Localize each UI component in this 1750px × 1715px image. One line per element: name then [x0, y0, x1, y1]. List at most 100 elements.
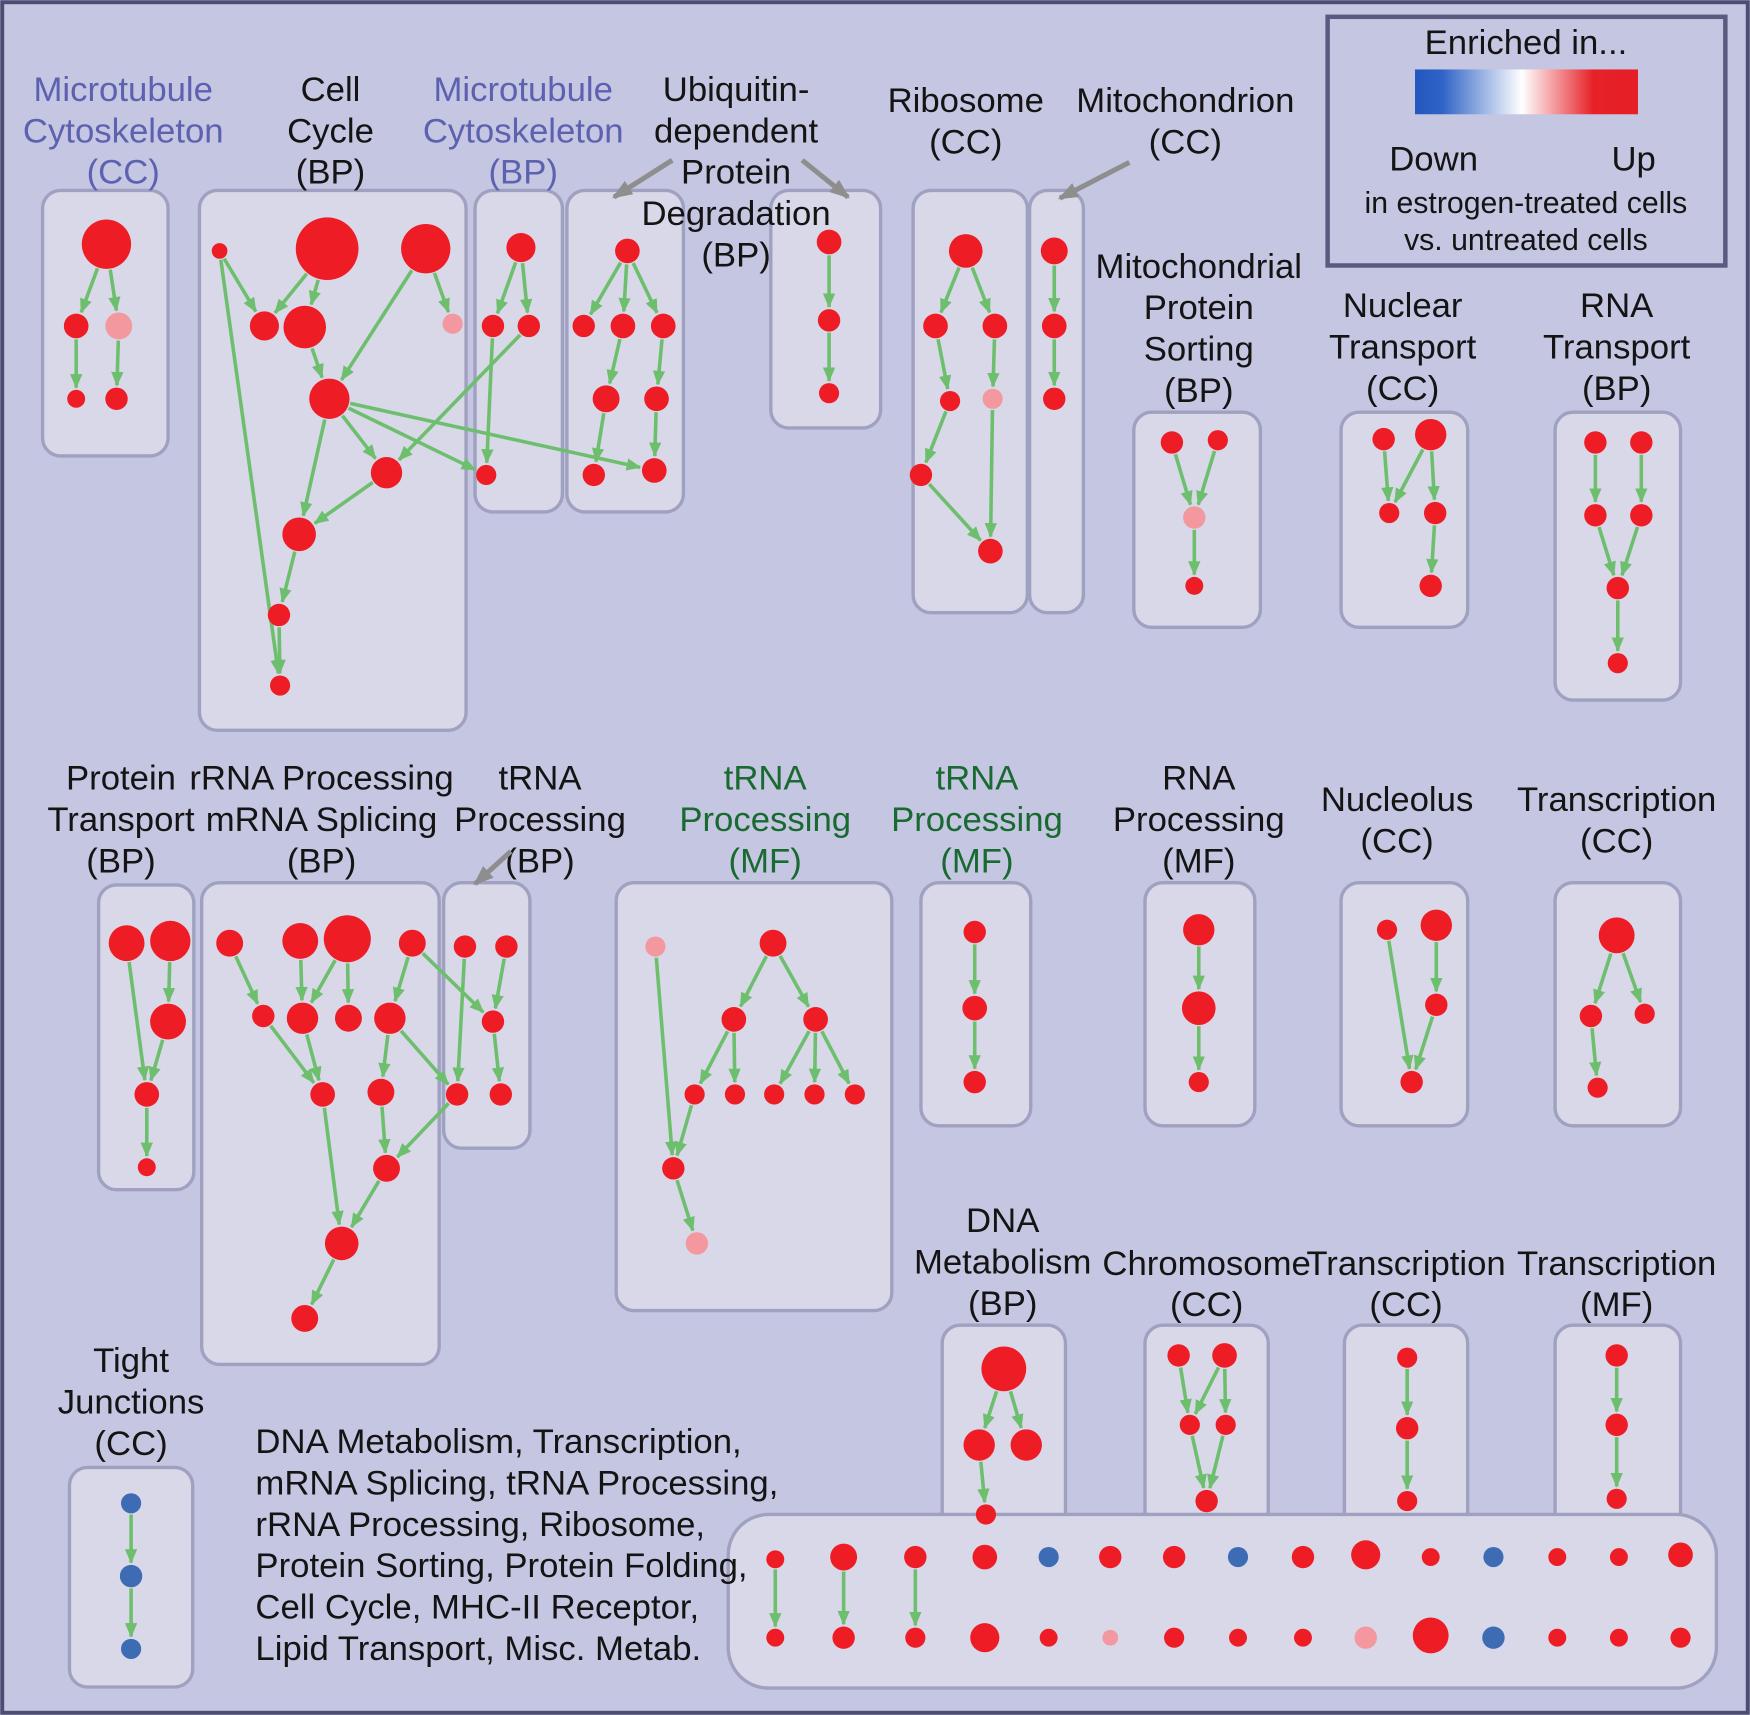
- footnote-line: rRNA Processing, Ribosome,: [255, 1506, 705, 1544]
- go-term-node-B3: [249, 311, 279, 341]
- go-term-node-O0: [963, 920, 986, 944]
- go-term-node-M1: [495, 935, 518, 958]
- go-term-node-V0: [1605, 1344, 1628, 1367]
- edge-F1-F3: [936, 338, 952, 391]
- go-term-node-Q1: [1420, 909, 1452, 941]
- go-term-node-X12: [1548, 1548, 1567, 1567]
- edge-L7-M3: [399, 1029, 450, 1086]
- cluster-label-transcription-cc-top: (CC): [1580, 822, 1653, 860]
- edge-B4-B6: [310, 347, 324, 379]
- edge-L8-L11: [322, 1107, 344, 1226]
- edge-J3-J4: [1620, 526, 1640, 577]
- go-term-node-T0: [1167, 1344, 1190, 1367]
- cluster-box-mixed-terms: [726, 1512, 1719, 1690]
- go-term-node-Q0: [1376, 919, 1398, 940]
- cluster-label-rna-processing-mf: (MF): [1162, 843, 1235, 881]
- go-term-node-G2: [1043, 387, 1066, 410]
- cluster-label-ribosome-cc: (CC): [929, 123, 1002, 161]
- cluster-label-rrna-processing-mrna-splicing-bp: mRNA Splicing: [206, 801, 438, 839]
- cluster-label-microtubule-cytoskeleton-bp: Cytoskeleton: [423, 112, 624, 150]
- go-term-node-J5: [1607, 653, 1628, 674]
- cluster-label-nuclear-transport-cc: Transport: [1329, 328, 1477, 366]
- cluster-label-transcription-mf: (MF): [1580, 1286, 1653, 1324]
- go-term-node-M3: [445, 1083, 469, 1106]
- edge-B6-D7: [349, 401, 642, 471]
- cluster-box-nuclear-transport-cc: [1339, 410, 1470, 629]
- edge-C1-C3: [481, 338, 495, 464]
- go-term-node-L6: [334, 1004, 362, 1032]
- edge-D0-D1: [588, 261, 623, 316]
- edge-D2-D4: [606, 338, 622, 385]
- go-term-node-G0: [1040, 237, 1068, 265]
- footnote-line: Cell Cycle, MHC-II Receptor,: [255, 1589, 699, 1627]
- cluster-label-rna-transport-bp: Transport: [1543, 328, 1691, 366]
- go-term-node-F1: [923, 313, 948, 339]
- edge-N2-N4: [698, 1030, 730, 1085]
- cluster-label-microtubule-cytoskeleton-bp: (BP): [488, 154, 557, 192]
- go-term-node-L4: [252, 1004, 275, 1028]
- edge-B6-B7: [340, 414, 377, 460]
- cluster-label-transcription-cc-bottom: (CC): [1369, 1286, 1442, 1324]
- cluster-label-microtubule-cytoskeleton-bp: Microtubule: [433, 71, 612, 109]
- go-term-node-F3: [939, 390, 961, 412]
- edge-D5-D7: [649, 412, 662, 458]
- edge-T1-T3: [1219, 1368, 1232, 1414]
- go-term-node-L0: [216, 929, 244, 957]
- edge-F0-F2: [970, 266, 992, 314]
- legend-condition-line-2: vs. untreated cells: [1404, 224, 1648, 257]
- cluster-label-tight-junctions-cc: (CC): [94, 1425, 167, 1463]
- edge-L5-L8: [305, 1034, 322, 1082]
- cluster-label-trna-processing-bp: Processing: [454, 801, 626, 839]
- edge-I1-I2: [1393, 448, 1425, 504]
- edge-L2-L6: [341, 963, 355, 1004]
- go-term-node-J2: [1584, 504, 1607, 527]
- go-term-node-X22: [1229, 1628, 1247, 1647]
- cluster-label-rna-transport-bp: RNA: [1580, 287, 1654, 325]
- cluster-label-ubiquitin-protein-degradation-bp: Protein: [681, 154, 791, 192]
- cluster-label-microtubule-cytoskeleton-cc: Cytoskeleton: [23, 112, 224, 150]
- go-term-node-B5: [442, 313, 463, 334]
- edge-K0-K3: [127, 961, 150, 1082]
- edge-I0-I2: [1381, 451, 1394, 502]
- legend-condition-line-1: in estrogen-treated cells: [1365, 187, 1688, 220]
- go-term-node-N10: [685, 1232, 709, 1255]
- edge-B2-B5: [432, 272, 451, 314]
- go-term-node-X2: [904, 1545, 927, 1569]
- go-term-node-N1: [759, 929, 787, 957]
- go-term-node-X27: [1548, 1628, 1567, 1647]
- edge-D0-D2: [618, 264, 631, 313]
- cluster-box-rrna-processing-mrna-splicing-bp: [199, 881, 441, 1367]
- go-term-node-N3: [803, 1007, 828, 1032]
- go-term-node-B7: [370, 457, 403, 489]
- annotation-arrows-layer: [473, 158, 1131, 886]
- go-term-node-H0: [1160, 431, 1184, 454]
- go-term-node-O2: [963, 1070, 986, 1094]
- go-term-node-X24: [1354, 1626, 1377, 1649]
- cluster-label-microtubule-cytoskeleton-cc: (CC): [87, 154, 160, 192]
- label-pointer-arrow-1: [800, 158, 850, 200]
- go-term-node-I3: [1423, 501, 1447, 525]
- go-term-node-L10: [373, 1154, 400, 1182]
- cluster-label-dna-metabolism-bp: Metabolism: [914, 1244, 1092, 1282]
- legend-box: [1325, 14, 1728, 268]
- cluster-label-ubiquitin-protein-degradation-bp: Ubiquitin-: [663, 71, 810, 109]
- cluster-label-mitochondrial-protein-sorting-bp: (BP): [1164, 372, 1233, 410]
- go-term-node-X13: [1609, 1548, 1628, 1567]
- footnote-line: Protein Sorting, Protein Folding,: [255, 1547, 747, 1585]
- cluster-label-trna-processing-mf-1: Processing: [679, 801, 851, 839]
- edge-A0-A2: [108, 269, 121, 312]
- legend-up-label: Up: [1611, 140, 1655, 178]
- cluster-label-transcription-cc-bottom: Transcription: [1306, 1245, 1505, 1283]
- edge-T0-T2: [1178, 1367, 1192, 1414]
- go-term-node-K3: [134, 1082, 160, 1107]
- go-term-node-O1: [962, 995, 988, 1021]
- cluster-box-ribosome-cc: [911, 188, 1030, 615]
- go-term-node-N5: [724, 1084, 746, 1105]
- go-term-node-T2: [1179, 1414, 1200, 1435]
- go-term-node-B2: [401, 224, 451, 274]
- cluster-label-ubiquitin-protein-degradation-bp: Degradation: [641, 195, 830, 233]
- edge-C0-C1: [495, 261, 518, 315]
- go-term-node-L2: [323, 915, 371, 963]
- go-term-node-F4: [982, 388, 1003, 409]
- go-term-node-F0: [948, 234, 983, 268]
